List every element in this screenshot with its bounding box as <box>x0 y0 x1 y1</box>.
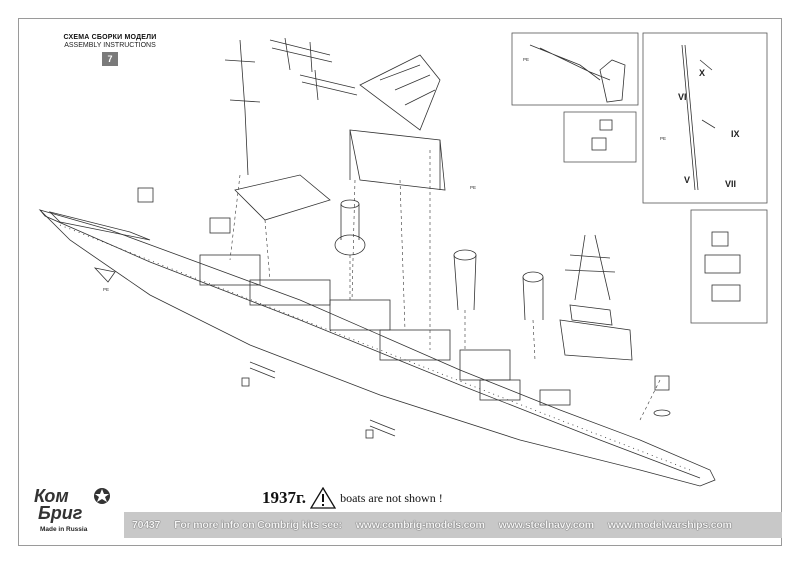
logo-line1: Ком <box>34 486 69 506</box>
kit-number: 70437 <box>132 519 161 531</box>
inset-turret <box>563 111 637 163</box>
title-russian: СХЕМА СБОРКИ МОДЕЛИ <box>63 34 157 41</box>
svg-text:V: V <box>684 175 690 185</box>
star-icon <box>94 488 110 504</box>
title-english: ASSEMBLY INSTRUCTIONS <box>64 42 156 49</box>
boats-note-text: boats are not shown ! <box>340 490 443 505</box>
warning-triangle-icon <box>310 487 337 509</box>
svg-text:VI: VI <box>678 92 687 102</box>
site-link-steelnavy[interactable]: www.steelnavy.com <box>498 519 594 531</box>
footer-bar: 70437 For more info on Combrig kits see:… <box>124 512 782 538</box>
sheet-number-badge: 7 <box>102 52 118 66</box>
inset-mast <box>642 32 768 204</box>
svg-text:PE: PE <box>523 57 529 62</box>
inset-searchlight <box>690 209 768 324</box>
made-in-russia: Made in Russia <box>40 526 88 533</box>
year-note: 1937г. boats are not shown ! <box>262 487 443 509</box>
page-frame <box>18 18 782 546</box>
svg-text:PE: PE <box>660 136 666 141</box>
svg-text:VII: VII <box>725 179 736 189</box>
footer-info: For more info on Combrig kits see: <box>174 519 342 531</box>
svg-text:X: X <box>699 68 705 78</box>
site-link-combrig[interactable]: www.combrig-models.com <box>355 519 485 531</box>
svg-text:IX: IX <box>731 129 740 139</box>
inset-crane <box>511 32 639 106</box>
logo-line2: Бриг <box>38 503 83 523</box>
svg-text:PE: PE <box>470 185 476 190</box>
deck-edge <box>39 209 701 479</box>
instructions-header: СХЕМА СБОРКИ МОДЕЛИ ASSEMBLY INSTRUCTION… <box>50 34 170 67</box>
year-label: 1937г. <box>262 488 307 507</box>
combrig-logo: Ком Бриг Made in Russia <box>34 486 120 538</box>
svg-text:PE: PE <box>103 287 109 292</box>
site-link-modelwarships[interactable]: www.modelwarships.com <box>607 519 732 531</box>
hull-outline <box>38 209 716 487</box>
